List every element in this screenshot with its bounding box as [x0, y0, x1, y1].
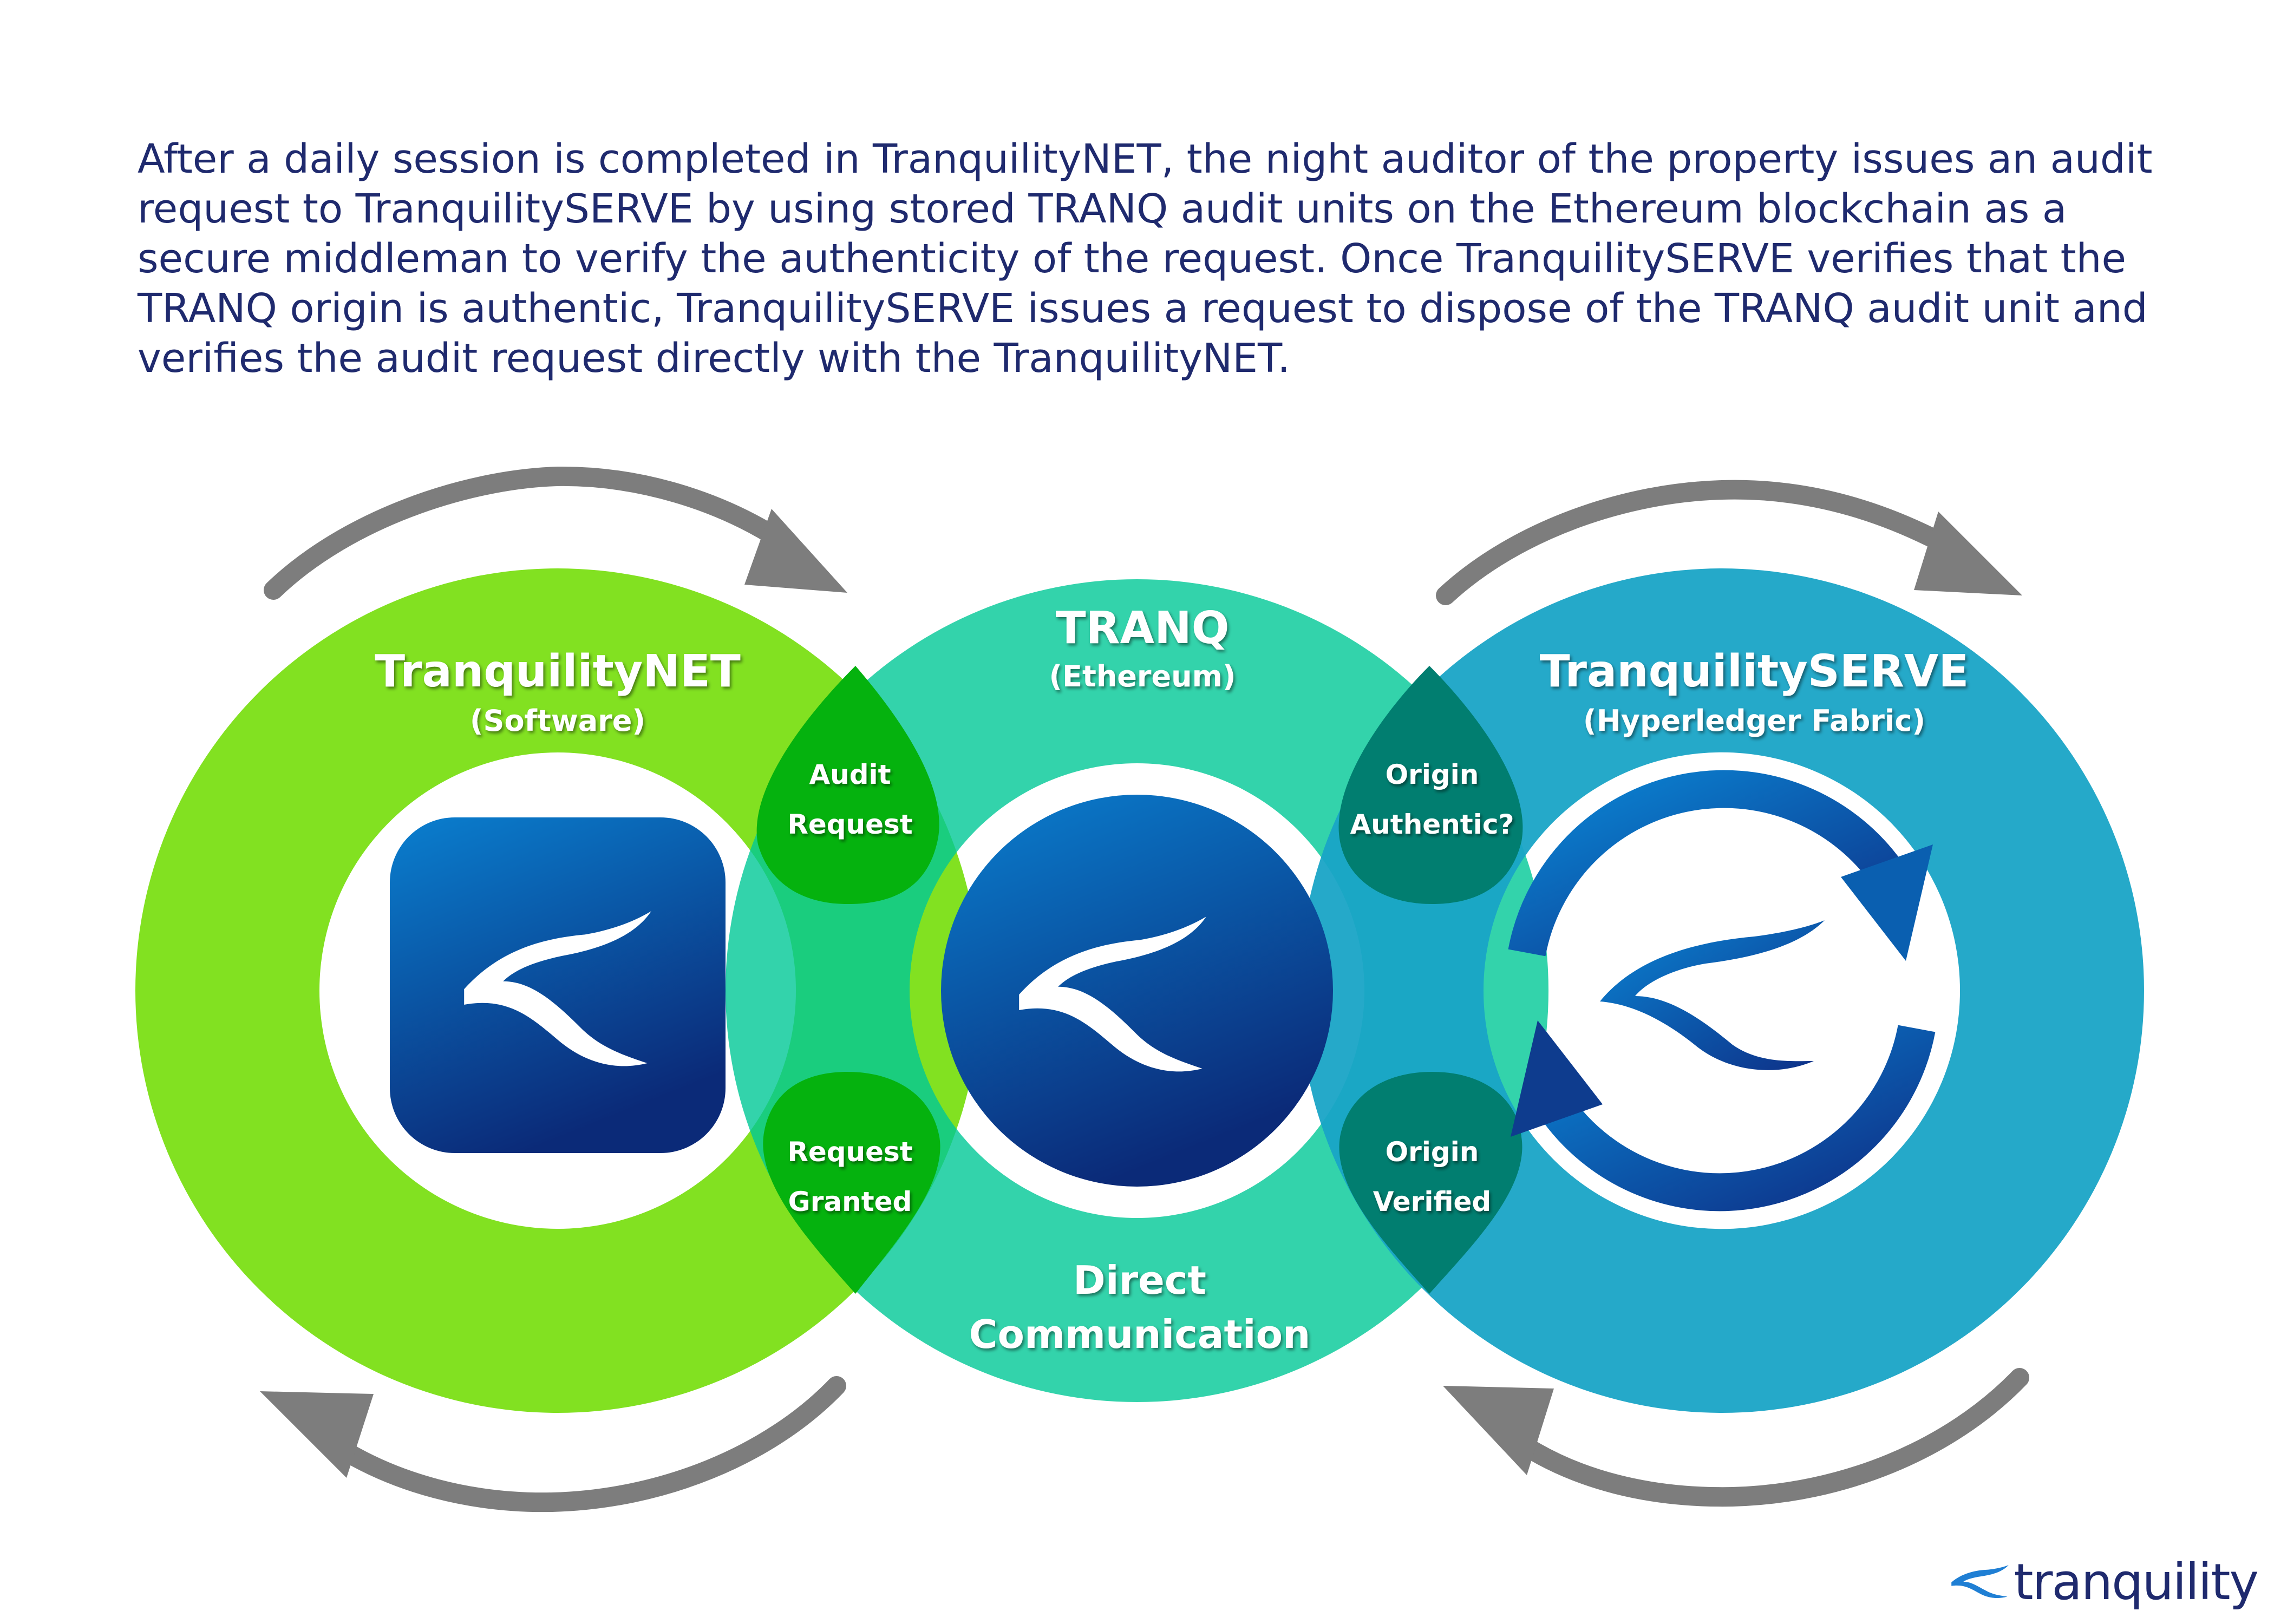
brand-wordmark: tranquility [2014, 1553, 2259, 1611]
origin-authentic-line1: Origin [1386, 759, 1479, 790]
arrow-top-left [264, 466, 847, 600]
request-granted-line2: Granted [788, 1186, 912, 1217]
origin-authentic-line2: Authentic? [1350, 809, 1514, 840]
tranquility-swoosh-icon [1951, 1564, 2009, 1598]
tranquilitynet-subtitle: (Software) [470, 704, 645, 738]
tranquilitynet-title: TranquilityNET [375, 646, 741, 697]
tranq-subtitle: (Ethereum) [1049, 659, 1236, 693]
intro-paragraph: After a daily session is completed in Tr… [138, 136, 2153, 382]
tranquility-brand: tranquility [1950, 1553, 2259, 1611]
tranq-coin-logo [941, 795, 1333, 1187]
direct-communication-line2: Communication [969, 1312, 1311, 1357]
tranquilityserve-title: TranquilitySERVE [1540, 646, 1969, 697]
arrow-top-right [1436, 480, 2022, 605]
petal-request-granted [763, 1072, 940, 1294]
direct-communication-line1: Direct [1073, 1258, 1206, 1303]
audit-request-line1: Audit [809, 759, 891, 790]
tranquilityserve-subtitle: (Hyperledger Fabric) [1583, 704, 1925, 738]
arrow-bottom-right [1443, 1368, 2029, 1507]
origin-verified-line1: Origin [1386, 1136, 1479, 1168]
petal-origin-verified [1339, 1072, 1522, 1294]
tranquilityserve-logo [1508, 770, 1936, 1212]
petal-audit-request [756, 666, 939, 904]
origin-verified-line2: Verified [1373, 1186, 1491, 1217]
request-granted-line1: Request [787, 1136, 912, 1168]
ring-tranquilitynet [135, 568, 980, 1413]
tranq-title: TRANQ [1056, 603, 1230, 654]
petal-origin-authentic [1338, 666, 1523, 904]
audit-request-line2: Request [787, 809, 912, 840]
tranquilitynet-logo [390, 817, 726, 1153]
arrow-bottom-left [260, 1376, 846, 1512]
